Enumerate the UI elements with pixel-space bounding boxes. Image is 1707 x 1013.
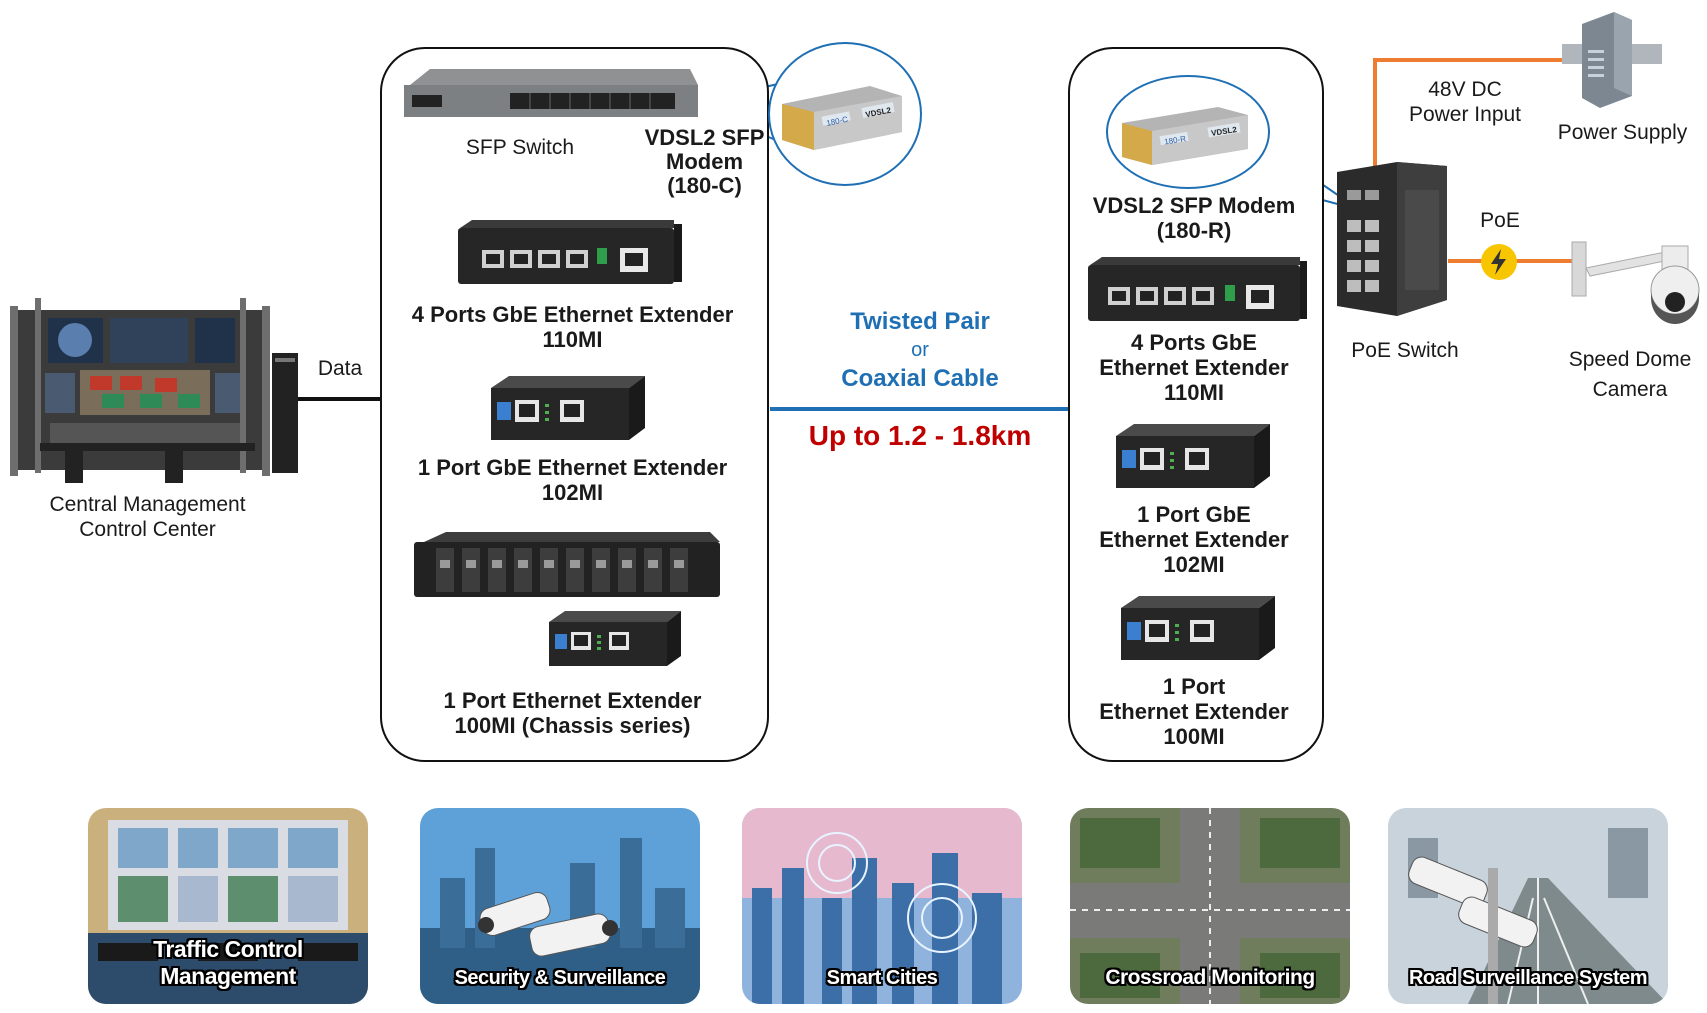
app-caption: Smart Cities — [826, 967, 938, 989]
sfp-module-remote-code: 180-R — [1164, 134, 1187, 146]
extender-1port-gbe-remote-label-line2: Ethernet Extender — [1099, 527, 1289, 552]
extender-100mi-label: 1 Port Ethernet Extender 100MI (Chassis … — [390, 688, 755, 738]
sfp-modem-remote-label: VDSL2 SFP Modem (180-R) — [1080, 193, 1308, 243]
camera-label-line2: Camera — [1592, 378, 1668, 401]
poe-label: PoE — [1480, 209, 1520, 232]
extender-1port-gbe-label-line2: 102MI — [541, 480, 604, 505]
speed-dome-camera-icon — [1571, 241, 1700, 324]
extender-100mi-remote-icon — [1121, 596, 1275, 660]
sfp-modem-label-line2: Modem — [666, 149, 743, 174]
medium-label-or: or — [911, 339, 929, 361]
sfp-switch-icon — [404, 69, 698, 117]
app-thumb-smart-cities: Smart Cities — [742, 808, 1022, 1004]
extender-100mi-remote-label-line1: 1 Port — [1162, 674, 1226, 699]
camera-label: Speed Dome Camera — [1550, 345, 1707, 405]
medium-label-line2: Coaxial Cable — [841, 365, 999, 392]
app-caption: Crossroad Monitoring — [1105, 966, 1315, 989]
power-input-label: 48V DC Power Input — [1385, 77, 1545, 127]
sfp-module-remote-brand: VDSL2 — [1211, 125, 1238, 138]
extender-1port-gbe-label-line1: 1 Port GbE Ethernet Extender — [417, 455, 728, 480]
extender-4port-icon — [458, 220, 682, 284]
extender-4port-label-line1: 4 Ports GbE Ethernet Extender — [411, 302, 734, 327]
extender-100mi-remote-label: 1 Port Ethernet Extender 100MI — [1078, 674, 1310, 749]
sfp-modem-label: VDSL2 SFP Modem (180-C) — [642, 126, 767, 198]
extender-100mi-icon — [549, 611, 681, 666]
power-input-label-line1: 48V DC — [1428, 78, 1502, 101]
extender-100mi-remote-label-line2: Ethernet Extender — [1099, 699, 1289, 724]
extender-1port-gbe-remote-label-line1: 1 Port GbE — [1137, 502, 1251, 527]
extender-4port-remote-label: 4 Ports GbE Ethernet Extender 110MI — [1078, 330, 1310, 405]
app-thumb-security: Security & Surveillance — [420, 808, 700, 1004]
extender-100mi-remote-label-line3: 100MI — [1163, 724, 1225, 749]
extender-4port-remote-icon — [1088, 257, 1307, 321]
smart-cities-image — [742, 808, 1022, 1004]
extender-1port-gbe-remote-label: 1 Port GbE Ethernet Extender 102MI — [1078, 502, 1310, 577]
app-thumb-traffic-control: Traffic Control Management — [88, 808, 368, 1004]
sfp-module-remote-icon: 180-R VDSL2 — [1122, 107, 1248, 165]
extender-100mi-label-line2: 100MI (Chassis series) — [454, 713, 691, 738]
control-center-label-line2: Control Center — [79, 518, 216, 541]
app-caption: Traffic Control Management — [153, 936, 303, 989]
extender-100mi-label-line1: 1 Port Ethernet Extender — [443, 688, 702, 713]
extender-1port-gbe-label: 1 Port GbE Ethernet Extender 102MI — [390, 455, 755, 505]
chassis-icon — [414, 532, 720, 597]
sfp-modem-label-line1: VDSL2 SFP — [644, 125, 765, 150]
sfp-module-remote-zoom: 180-R VDSL2 — [1106, 75, 1270, 189]
power-supply-label: Power Supply — [1557, 121, 1688, 144]
poe-bolt-icon — [1481, 244, 1517, 280]
data-label: Data — [317, 357, 363, 380]
sfp-switch-label: SFP Switch — [465, 136, 575, 159]
road-surveillance-image — [1388, 808, 1668, 1004]
traffic-control-image — [88, 808, 368, 1004]
power-supply-icon — [1562, 12, 1662, 108]
control-center-icon — [10, 298, 298, 483]
extender-1port-gbe-remote-icon — [1116, 424, 1270, 488]
sfp-module-code: 180-C — [826, 115, 849, 128]
sfp-module-icon: 180-C VDSL2 — [782, 86, 902, 150]
app-caption: Road Surveillance System — [1408, 967, 1648, 989]
poe-switch-label: PoE Switch — [1351, 339, 1459, 362]
sfp-modem-remote-label-line1: VDSL2 SFP Modem — [1092, 193, 1296, 218]
distance-label: Up to 1.2 - 1.8km — [808, 420, 1032, 451]
security-image — [420, 808, 700, 1004]
medium-label-line1: Twisted Pair — [850, 308, 990, 335]
extender-4port-label: 4 Ports GbE Ethernet Extender 110MI — [390, 302, 755, 352]
app-thumb-road-surveillance: Road Surveillance System — [1388, 808, 1668, 1004]
control-center-label: Central Management Control Center — [20, 492, 275, 542]
extender-1port-gbe-icon — [491, 376, 645, 440]
sfp-modem-label-line3: (180-C) — [667, 173, 742, 198]
power-input-label-line2: Power Input — [1408, 103, 1522, 126]
power-line — [1373, 58, 1565, 172]
extender-4port-remote-label-line2: Ethernet Extender — [1099, 355, 1289, 380]
medium-label: Twisted Pair or Coaxial Cable — [780, 307, 1060, 393]
crossroad-image — [1070, 808, 1350, 1004]
app-caption: Security & Surveillance — [454, 967, 666, 989]
extender-4port-label-line2: 110MI — [542, 327, 603, 352]
control-center-label-line1: Central Management — [49, 493, 246, 516]
sfp-module-zoom: 180-C VDSL2 — [768, 42, 922, 186]
extender-4port-remote-label-line3: 110MI — [1164, 380, 1224, 405]
extender-4port-remote-label-line1: 4 Ports GbE — [1131, 330, 1257, 355]
extender-1port-gbe-remote-label-line3: 102MI — [1163, 552, 1225, 577]
poe-switch-icon — [1337, 162, 1447, 316]
sfp-modem-remote-label-line2: (180-R) — [1156, 218, 1232, 243]
app-thumb-crossroad: Crossroad Monitoring — [1070, 808, 1350, 1004]
camera-label-line1: Speed Dome — [1568, 348, 1692, 371]
